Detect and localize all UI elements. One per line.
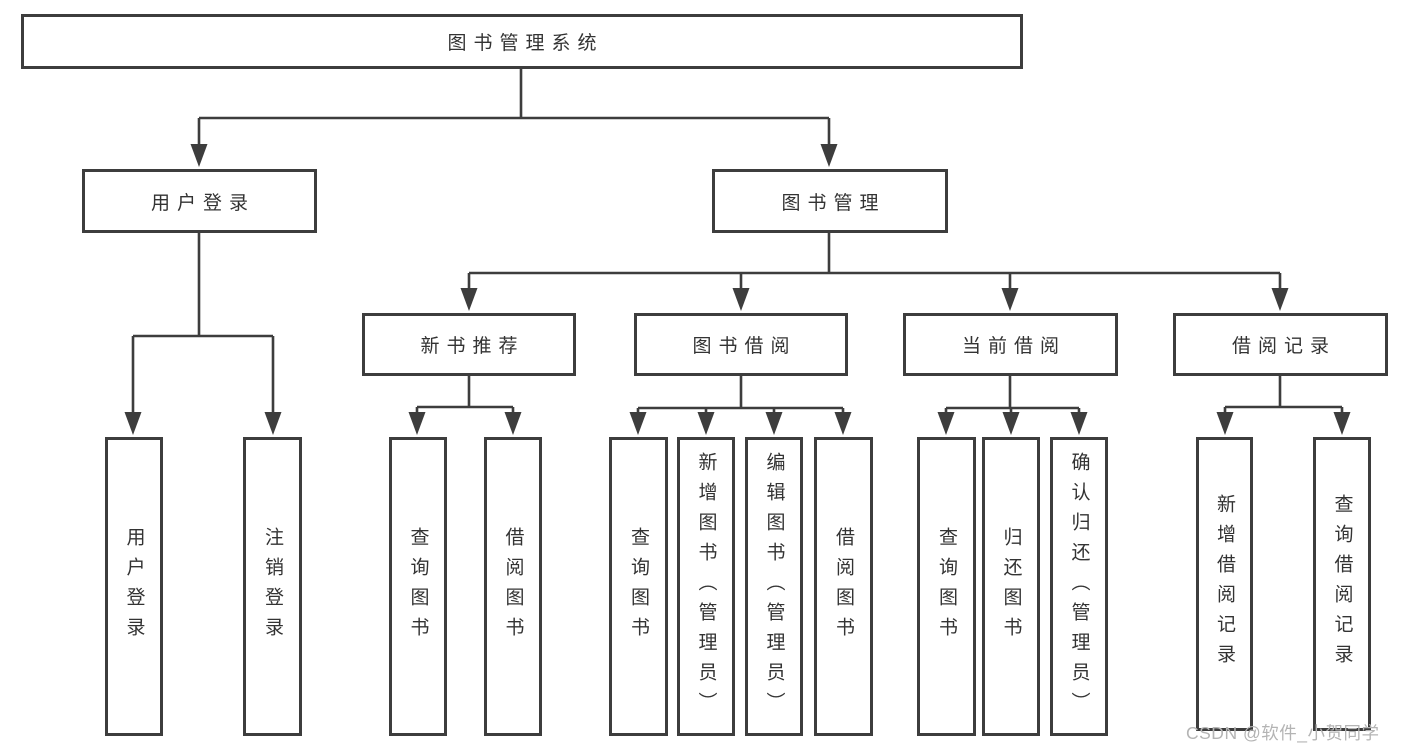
- node-confirm-return-admin: 确认归还（管理员）: [1050, 437, 1108, 736]
- node-label: 借阅记录: [1231, 336, 1336, 357]
- node-edit-book-admin: 编辑图书（管理员）: [745, 437, 803, 736]
- node-label: 图书管理系统: [447, 33, 604, 54]
- node-label: 新书推荐: [420, 336, 525, 357]
- node-label: 查询图书: [407, 526, 429, 647]
- node-label: 查询借阅记录: [1331, 494, 1353, 674]
- node-query-borrow-record: 查询借阅记录: [1313, 437, 1371, 731]
- node-user-login: 用户登录: [82, 169, 317, 233]
- node-current-borrowing: 当前借阅: [903, 313, 1118, 376]
- node-label: 归还图书: [1000, 526, 1022, 647]
- node-user-login-action: 用户登录: [105, 437, 163, 736]
- node-label: 新增借阅记录: [1214, 494, 1235, 674]
- node-query-books-borrowing: 查询图书: [609, 437, 668, 736]
- node-book-borrowing: 图书借阅: [634, 313, 848, 376]
- node-book-management: 图书管理: [712, 169, 948, 233]
- node-add-book-admin: 新增图书（管理员）: [677, 437, 735, 736]
- node-label: 用户登录: [123, 526, 145, 647]
- node-return-book: 归还图书: [982, 437, 1040, 736]
- node-label: 用户登录: [150, 192, 255, 214]
- node-label: 借阅图书: [833, 526, 854, 647]
- node-label: 查询图书: [936, 526, 957, 647]
- node-add-borrow-record: 新增借阅记录: [1196, 437, 1253, 731]
- node-label: 借阅图书: [502, 526, 524, 647]
- node-query-books-current: 查询图书: [917, 437, 976, 736]
- node-new-book-recommendation: 新书推荐: [362, 313, 576, 376]
- node-label: 查询图书: [628, 526, 649, 647]
- node-label: 新增图书（管理员）: [695, 451, 717, 722]
- node-label: 注销登录: [262, 526, 283, 647]
- node-borrow-books-action: 借阅图书: [814, 437, 873, 736]
- node-query-books-recommend: 查询图书: [389, 437, 447, 736]
- node-label: 当前借阅: [961, 336, 1066, 357]
- watermark-text: CSDN @软件_小贺同学: [1186, 723, 1380, 743]
- node-logout-action: 注销登录: [243, 437, 302, 736]
- node-library-system: 图书管理系统: [21, 14, 1023, 69]
- node-label: 图书借阅: [692, 336, 797, 357]
- node-label: 确认归还（管理员）: [1068, 451, 1090, 722]
- node-borrow-books-recommend: 借阅图书: [484, 437, 542, 736]
- node-label: 编辑图书（管理员）: [763, 451, 785, 722]
- node-borrowing-records: 借阅记录: [1173, 313, 1388, 376]
- node-label: 图书管理: [781, 192, 886, 214]
